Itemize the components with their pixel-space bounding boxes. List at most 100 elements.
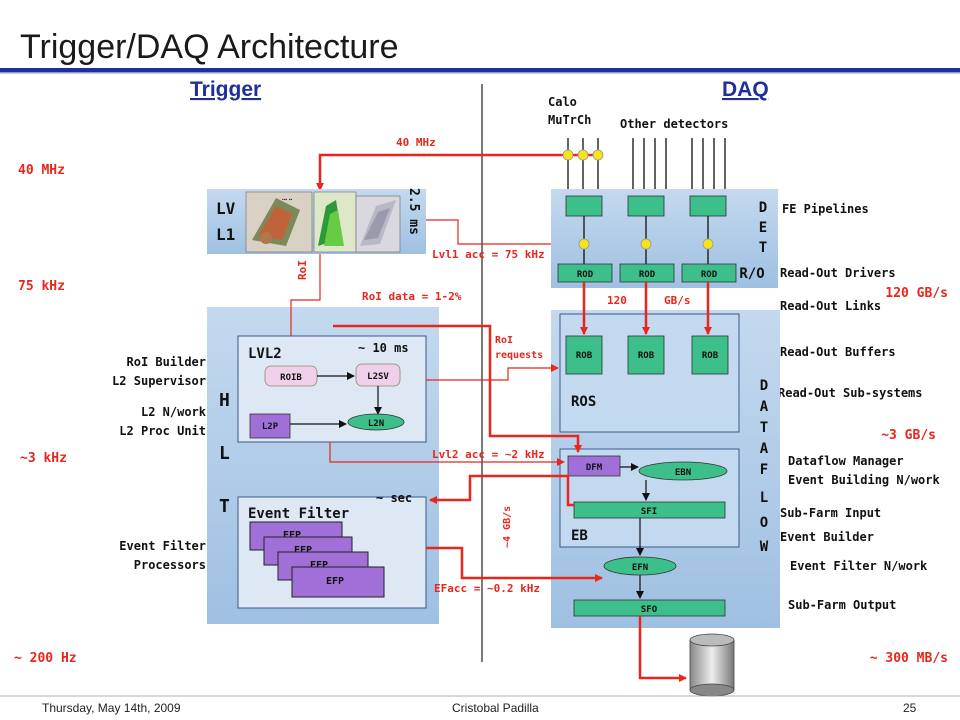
page-title: Trigger/DAQ Architecture (20, 28, 399, 66)
rob-box-3 (691, 335, 729, 375)
sfo-label: SFO (641, 605, 658, 615)
det-ro-label: R/O (739, 266, 764, 282)
rate-200hz: ~ 200 Hz (14, 651, 77, 666)
label-event-builder: Event Builder (780, 530, 874, 544)
lvl1-accept-arrow (426, 219, 561, 248)
rate-3khz: ~3 kHz (20, 451, 67, 466)
storage-cylinder (689, 633, 735, 697)
rate-120gbs: 120 GB/s (885, 286, 948, 301)
roi-arrow (287, 254, 321, 365)
efn-label: EFN (632, 563, 648, 573)
rod-label-1: ROD (577, 270, 594, 280)
rod-label-2: ROD (639, 270, 656, 280)
fe-block-1 (565, 195, 603, 217)
label-sub-farm-output: Sub-Farm Output (788, 598, 896, 612)
label-read-out-buffers: Read-Out Buffers (780, 345, 896, 359)
label-dataflow-manager: Dataflow Manager (788, 454, 904, 468)
efp-label-4: EFP (326, 576, 344, 587)
footer-author: Cristobal Padilla (452, 701, 539, 715)
dataflow-letter-4: A (760, 441, 769, 457)
dataflow-letter-8: W (760, 539, 769, 555)
label-read-out-subsystems: Read-Out Sub-systems (778, 386, 923, 400)
lvl1-latency: 2.5 ms (406, 188, 421, 235)
l2n-label: L2N (368, 419, 384, 429)
rob-label-3: ROB (702, 351, 719, 361)
roi-requests-arrow (426, 364, 559, 381)
label-fe-pipelines: FE Pipelines (782, 202, 869, 216)
det-letter-t: T (759, 240, 767, 256)
lvl2-accept-arrow (329, 442, 565, 466)
trigger-header: Trigger (190, 78, 261, 101)
fe-block-3 (689, 195, 727, 217)
efp-label-2: EFP (294, 545, 312, 556)
l2n-node (347, 413, 405, 431)
sfo-to-storage-arrow (638, 616, 687, 682)
label-roi-builder: RoI Builder (127, 355, 206, 369)
label-l2-proc-unit: L2 Proc Unit (119, 424, 206, 438)
efp-stack: EFP EFP EFP EFP (249, 521, 385, 598)
dataflow-letter-1: D (760, 378, 768, 394)
rod-label-3: ROD (701, 270, 718, 280)
label-processors: Processors (134, 558, 206, 572)
rob-boxes: ROB ROB ROB (565, 335, 729, 375)
dataflow-letter-5: F (760, 462, 768, 478)
detector-lines (567, 138, 726, 196)
label-read-out-drivers: Read-Out Drivers (780, 266, 896, 280)
footer-page-number: 25 (903, 701, 917, 715)
label-rol-rate-a: 120 (607, 294, 627, 307)
hlt-h: H (219, 390, 230, 411)
sfi-box (573, 501, 726, 519)
eb-label: EB (571, 528, 588, 544)
dataflow-letter-2: A (760, 399, 769, 415)
daq-header: DAQ (722, 78, 769, 101)
det-letter-e: E (759, 220, 767, 236)
efp-label-3: EFP (310, 560, 328, 571)
lvl1-label-a: LV (216, 199, 236, 218)
title-rule-shadow (0, 72, 960, 74)
read-out-links (580, 282, 712, 335)
label-roi-requests-1: RoI (495, 335, 513, 346)
rate-3gbs: ~3 GB/s (881, 428, 936, 443)
lvl2-title: LVL2 (248, 346, 282, 362)
yellow-junctions (562, 149, 604, 161)
hlt-l: L (219, 443, 230, 464)
svg-text:▪▪▪ ▪▪: ▪▪▪ ▪▪ (282, 197, 292, 203)
label-l2-supervisor: L2 Supervisor (112, 374, 206, 388)
det-letter-d: D (759, 200, 767, 216)
fe-pipeline-blocks (565, 195, 727, 217)
label-mutrch: MuTrCh (548, 113, 591, 127)
label-read-out-links: Read-Out Links (780, 299, 881, 313)
ebn-node (638, 461, 728, 481)
label-clock: 40 MHz (396, 136, 436, 149)
label-event-building-nwork: Event Building N/work (788, 473, 940, 487)
roib-label: ROIB (280, 373, 302, 383)
rate-75khz: 75 kHz (18, 279, 65, 294)
ef-accept-arrow (426, 546, 603, 582)
label-lvl2-accept: Lvl2 acc = ~2 kHz (432, 448, 545, 461)
rate-40mhz: 40 MHz (18, 163, 65, 178)
label-lvl1-accept: Lvl1 acc = 75 kHz (432, 248, 545, 261)
label-ef-accept: EFacc = ~0.2 kHz (434, 582, 540, 595)
dataflow-letter-3: T (760, 420, 768, 436)
label-event-filter: Event Filter (119, 539, 206, 553)
l2p-label: L2P (262, 422, 279, 432)
rod-boxes: ROD ROD ROD (557, 263, 737, 283)
efp-box-4 (291, 566, 385, 598)
dataflow-letter-6: L (760, 490, 768, 506)
footer-date: Thursday, May 14th, 2009 (42, 701, 181, 715)
l2sv-label: L2SV (367, 372, 389, 382)
label-roi-requests-2: requests (495, 350, 543, 361)
l2p-box (249, 413, 291, 439)
label-roi-data: RoI data = 1-2% (362, 290, 462, 303)
label-rol-rate-b: GB/s (664, 294, 691, 307)
title-rule (0, 68, 960, 72)
clock-arrow (316, 153, 598, 191)
label-l2-nwork: L2 N/work (141, 405, 207, 419)
lvl2-latency: ~ 10 ms (358, 341, 409, 355)
label-other-detectors: Other detectors (620, 117, 728, 131)
dfm-label: DFM (586, 463, 603, 473)
rate-300mbs: ~ 300 MB/s (870, 651, 948, 666)
eb-to-ef-arrow (429, 474, 574, 507)
rob-box-1 (565, 335, 603, 375)
